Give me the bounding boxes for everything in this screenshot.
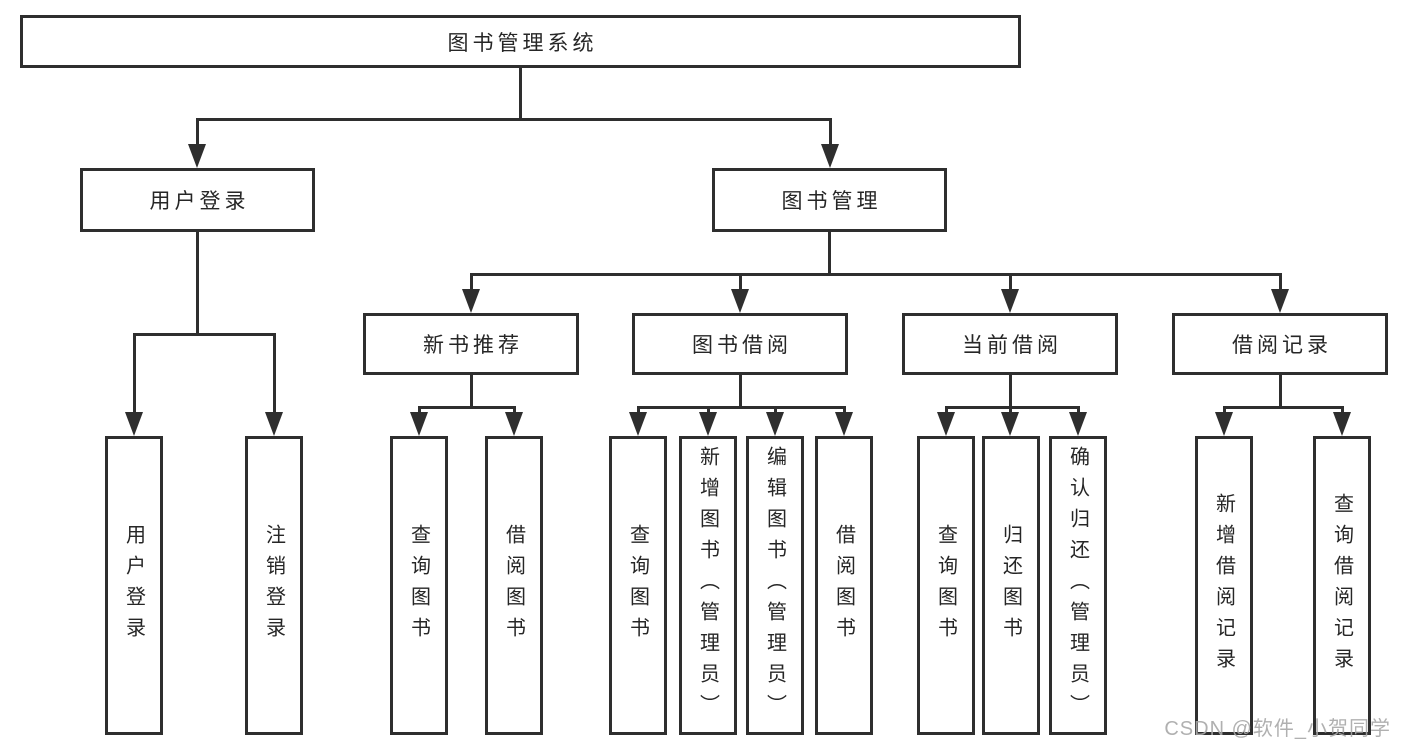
connector-shaft — [773, 409, 777, 414]
connector-shaft — [828, 121, 832, 147]
node-new-book-recommend-label: 新书推荐 — [423, 334, 523, 357]
arrowhead-down-icon — [1215, 412, 1233, 436]
connector-new-book-trunk — [469, 375, 473, 409]
leaf-user-login-label: 用户登录 — [122, 523, 145, 648]
connector-shaft — [1222, 409, 1226, 414]
leaf-bb-add-books-admin: 新增图书（管理员） — [679, 436, 737, 735]
node-root-label: 图书管理系统 — [447, 31, 598, 55]
arrowhead-down-icon — [462, 289, 480, 313]
connector-user-login-trunk — [196, 232, 199, 336]
leaf-cb-return-books: 归还图书 — [982, 436, 1040, 735]
leaf-bb-edit-books-admin: 编辑图书（管理员） — [746, 436, 804, 735]
leaf-bb-edit-books-admin-label: 编辑图书（管理员） — [763, 446, 786, 725]
arrowhead-down-icon — [265, 412, 283, 436]
arrowhead-down-icon — [1069, 412, 1087, 436]
connector-shaft — [195, 121, 199, 147]
leaf-nbr-borrow-books-label: 借阅图书 — [502, 523, 525, 648]
connector-new-book-rail — [417, 406, 516, 409]
leaf-logout-label: 注销登录 — [262, 523, 285, 648]
leaf-br-add-borrow-record: 新增借阅记录 — [1195, 436, 1253, 735]
connector-shaft — [842, 409, 846, 414]
node-book-borrowing: 图书借阅 — [632, 313, 848, 375]
leaf-bb-borrow-books-label: 借阅图书 — [832, 523, 855, 648]
connector-root-rail — [195, 118, 832, 121]
node-root: 图书管理系统 — [20, 15, 1021, 68]
node-book-management-label: 图书管理 — [781, 190, 882, 213]
connector-shaft — [636, 409, 640, 414]
node-book-borrowing-label: 图书借阅 — [692, 334, 792, 357]
leaf-bb-borrow-books: 借阅图书 — [815, 436, 873, 735]
connector-shaft — [1340, 409, 1344, 414]
connector-book-borrowing-trunk — [738, 375, 742, 409]
leaf-nbr-borrow-books: 借阅图书 — [485, 436, 543, 735]
connector-shaft — [738, 276, 742, 292]
leaf-nbr-query-books-label: 查询图书 — [407, 523, 430, 648]
connector-shaft — [132, 336, 136, 414]
node-user-login: 用户登录 — [80, 168, 315, 232]
leaf-logout: 注销登录 — [245, 436, 303, 735]
connector-shaft — [1278, 276, 1282, 292]
leaf-cb-return-books-label: 归还图书 — [999, 523, 1022, 648]
connector-root-trunk — [519, 68, 522, 121]
arrowhead-down-icon — [125, 412, 143, 436]
csdn-watermark: CSDN @软件_小贺同学 — [1164, 718, 1391, 740]
node-current-borrowing: 当前借阅 — [902, 313, 1118, 375]
arrowhead-down-icon — [937, 412, 955, 436]
connector-shaft — [706, 409, 710, 414]
arrowhead-down-icon — [1001, 412, 1019, 436]
leaf-nbr-query-books: 查询图书 — [390, 436, 448, 735]
connector-shaft — [272, 336, 276, 414]
connector-user-login-rail — [132, 333, 276, 336]
leaf-user-login: 用户登录 — [105, 436, 163, 735]
node-user-login-label: 用户登录 — [149, 190, 250, 213]
leaf-cb-query-books: 查询图书 — [917, 436, 975, 735]
leaf-cb-confirm-return-admin-label: 确认归还（管理员） — [1066, 446, 1089, 725]
arrowhead-down-icon — [1271, 289, 1289, 313]
arrowhead-down-icon — [731, 289, 749, 313]
connector-borrowing-records-trunk — [1278, 375, 1282, 409]
arrowhead-down-icon — [1001, 289, 1019, 313]
connector-current-borrowing-trunk — [1008, 375, 1012, 409]
connector-shaft — [1008, 409, 1012, 414]
node-borrowing-records-label: 借阅记录 — [1232, 334, 1332, 357]
connector-book-borrowing-rail — [636, 406, 846, 409]
node-current-borrowing-label: 当前借阅 — [962, 334, 1062, 357]
leaf-cb-query-books-label: 查询图书 — [934, 523, 957, 648]
connector-shaft — [1008, 276, 1012, 292]
arrowhead-down-icon — [505, 412, 523, 436]
leaf-bb-query-books-label: 查询图书 — [626, 523, 649, 648]
node-book-management: 图书管理 — [712, 168, 947, 232]
connector-shaft — [417, 409, 421, 414]
leaf-br-query-borrow-record-label: 查询借阅记录 — [1330, 492, 1353, 679]
connector-book-management-trunk — [828, 232, 831, 276]
leaf-bb-add-books-admin-label: 新增图书（管理员） — [696, 446, 719, 725]
arrowhead-down-icon — [188, 144, 206, 168]
connector-book-management-rail — [469, 273, 1282, 276]
arrowhead-down-icon — [821, 144, 839, 168]
connector-shaft — [469, 276, 473, 292]
arrowhead-down-icon — [835, 412, 853, 436]
connector-shaft — [1076, 409, 1080, 414]
leaf-cb-confirm-return-admin: 确认归还（管理员） — [1049, 436, 1107, 735]
arrowhead-down-icon — [766, 412, 784, 436]
arrowhead-down-icon — [1333, 412, 1351, 436]
connector-current-borrowing-rail — [944, 406, 1080, 409]
leaf-br-query-borrow-record: 查询借阅记录 — [1313, 436, 1371, 735]
arrowhead-down-icon — [699, 412, 717, 436]
connector-borrowing-records-rail — [1222, 406, 1344, 409]
arrowhead-down-icon — [410, 412, 428, 436]
connector-shaft — [944, 409, 948, 414]
leaf-bb-query-books: 查询图书 — [609, 436, 667, 735]
leaf-br-add-borrow-record-label: 新增借阅记录 — [1212, 492, 1235, 679]
node-new-book-recommend: 新书推荐 — [363, 313, 579, 375]
node-borrowing-records: 借阅记录 — [1172, 313, 1388, 375]
connector-shaft — [512, 409, 516, 414]
arrowhead-down-icon — [629, 412, 647, 436]
